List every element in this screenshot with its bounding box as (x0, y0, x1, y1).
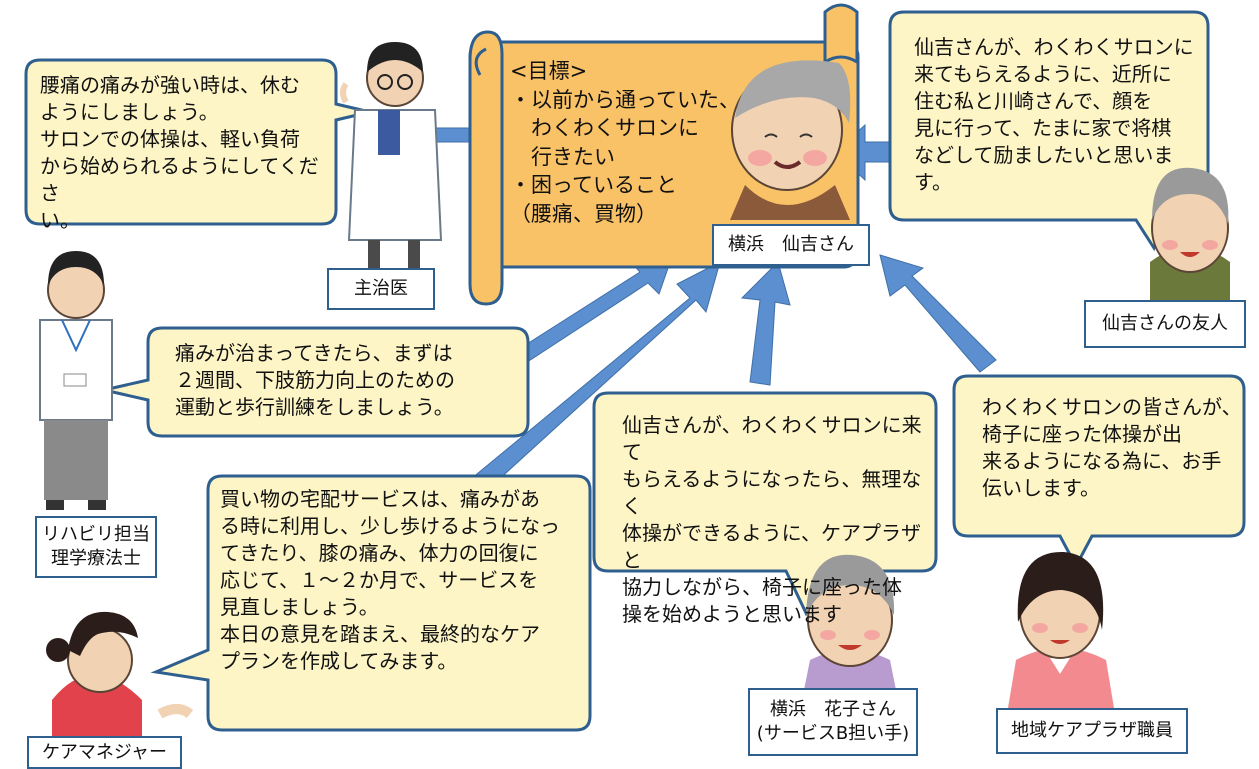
arrow-hanako-to-center (740, 261, 791, 386)
senkichi-name-label: 横浜 仙吉さん (712, 224, 870, 266)
friend-speech-text: 仙吉さんが、わくわくサロンに 来てもらえるように、近所に 住む私と川崎さんで、顔… (914, 35, 1194, 194)
staff-label: 地域ケアプラザ職員 (996, 708, 1188, 754)
therapist-label: リハビリ担当 理学療法士 (35, 516, 157, 578)
arrow-staff-to-center (879, 254, 997, 373)
care-manager-figure-icon (46, 611, 194, 740)
doctor-figure-icon (340, 42, 443, 268)
staff-speech-bubble (952, 374, 1246, 570)
friend-label: 仙吉さんの友人 (1084, 300, 1246, 348)
staff-speech-text: わくわくサロンの皆さんが、 椅子に座った体操が出 来るようになる為に、お手 伝い… (982, 395, 1242, 500)
arrow-caremanager-to-center (459, 261, 721, 503)
arrow-therapist-to-center (504, 247, 676, 371)
therapist-speech-bubble (103, 326, 530, 438)
senkichi-face-icon (730, 60, 851, 220)
therapist-figure-icon (39, 251, 113, 510)
care-manager-speech-bubble (150, 474, 592, 732)
care-manager-label: ケアマネジャー (27, 736, 182, 769)
doctor-label: 主治医 (327, 268, 435, 310)
care-manager-speech-text: 買い物の宅配サービスは、痛みがあ る時に利用し、少し歩けるようになっ てきたり、… (220, 487, 560, 673)
doctor-speech-text: 腰痛の痛みが強い時は、休む ようにしましょう。 サロンでの体操は、軽い負荷 から… (40, 73, 319, 232)
hanako-speech-text: 仙吉さんが、わくわくサロンに来て もらえるようになったら、無理なく 体操ができる… (622, 413, 922, 626)
hanako-label: 横浜 花子さん (サービスB担い手) (748, 688, 918, 756)
therapist-speech-text: 痛みが治まってきたら、まずは ２週間、下肢筋力向上のための 運動と歩行訓練をしま… (175, 341, 455, 419)
doctor-speech-bubble (24, 58, 371, 226)
goal-text: <目標> ・以前から通っていた、 わくわくサロンに 行きたい ・困っていること … (510, 59, 740, 226)
staff-woman-figure-icon (1008, 551, 1114, 708)
elderly-friend-figure-icon (1150, 167, 1230, 302)
